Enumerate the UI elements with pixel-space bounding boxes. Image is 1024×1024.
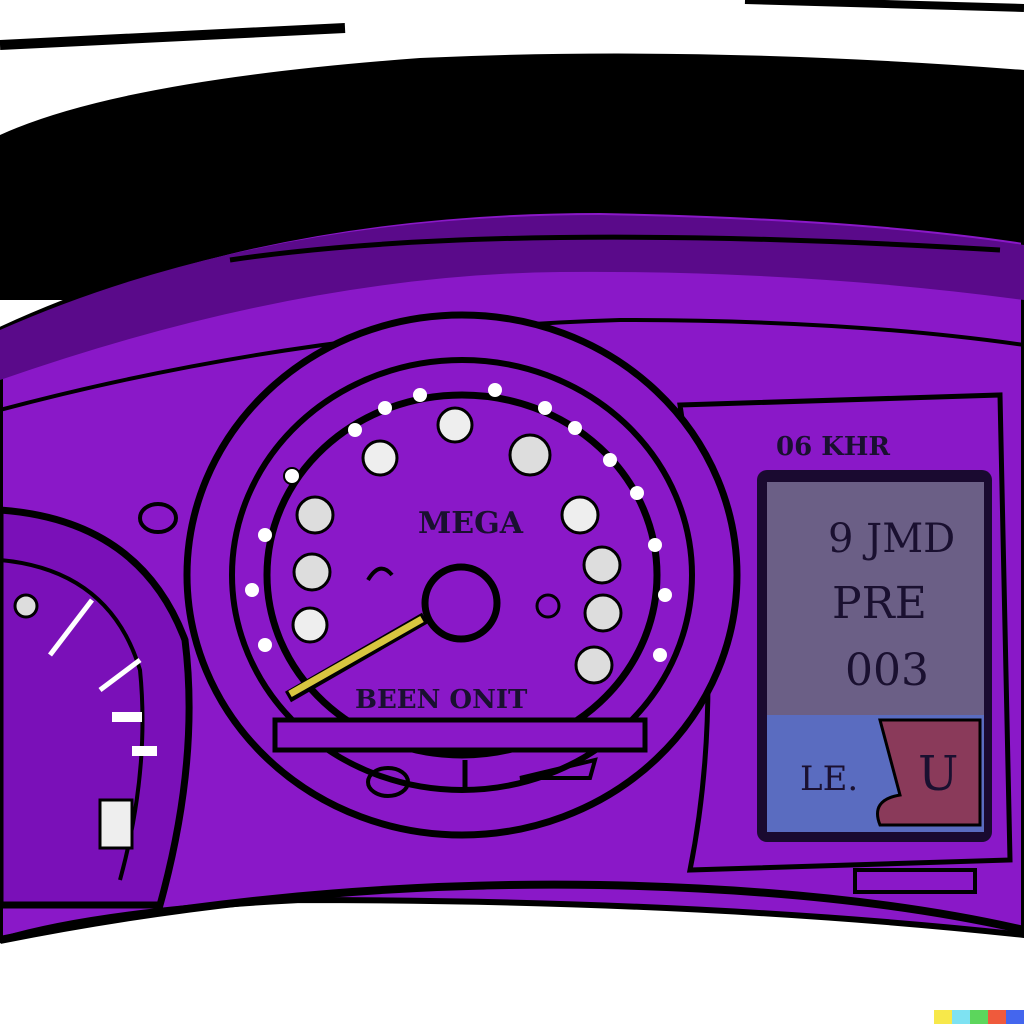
dashboard-ridge-line [229, 234, 1001, 263]
dashboard-bottom-trim [0, 880, 1024, 944]
bottom-vent [853, 868, 977, 894]
sketch-line-right [744, 0, 1024, 12]
warning-light-icon [138, 502, 178, 534]
screen-line-2: PRE [832, 578, 927, 629]
watermark-swatch-2 [952, 1010, 970, 1024]
info-screen [757, 470, 992, 842]
speedometer-needle-fill [288, 615, 424, 698]
color-watermark [934, 1010, 1024, 1024]
watermark-swatch-3 [970, 1010, 988, 1024]
watermark-swatch-5 [1006, 1010, 1024, 1024]
sketch-line-left [0, 23, 346, 50]
screen-line-3: 003 [845, 645, 929, 696]
needle-hub [421, 563, 501, 643]
dashboard-ridge-line-2 [0, 317, 1024, 412]
watermark-swatch-4 [988, 1010, 1006, 1024]
speedometer-label-bottom: BEEN ONIT [355, 685, 528, 715]
speedometer-marks [245, 383, 672, 685]
speedometer-label-top: MEGA [418, 506, 524, 541]
screen-line-1: 9 JMD [828, 516, 955, 562]
screen-bottom-left: LE. [800, 759, 858, 799]
watermark-swatch-1 [934, 1010, 952, 1024]
left-gauge [0, 506, 193, 909]
side-label: 06 KHR [776, 432, 890, 462]
lower-indicator-icon [366, 766, 410, 798]
lower-indicator-arrow [519, 757, 598, 780]
screen-bottom-right: U [918, 746, 958, 802]
